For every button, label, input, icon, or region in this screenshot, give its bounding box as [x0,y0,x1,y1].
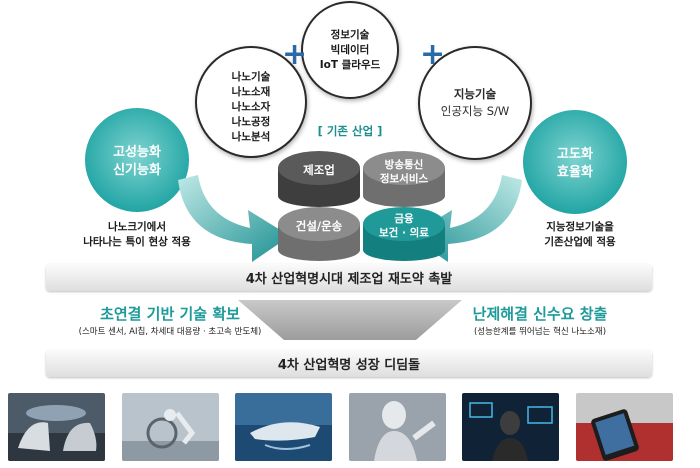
left-circle-line: 신기능화 [113,163,161,178]
ship-photo [235,393,332,461]
robot-arm-photo [122,393,219,461]
plus-icon-right: + [420,37,446,72]
right-goal-title: 난제해결 신수요 창출 [472,305,608,323]
right-circle-line: 효율화 [557,165,593,180]
manufacturing-label: 제조업 [303,163,335,177]
manufacturing-cylinder [278,151,360,207]
right-goal-sub: (성능한계를 뛰어넘는 혁신 나노소재) [473,327,607,337]
intel-item: 인공지능 S/W [440,104,510,118]
intel-item: 지능기술 [453,87,497,101]
right-caption-line: 지능정보기술을 [546,221,614,233]
existing-industry-label: [ 기존 산업 ] [317,124,383,138]
intelligence-tech-circle [418,46,532,160]
right-caption-line: 기존산업에 적용 [544,236,616,248]
info-item: IoT 클라우드 [319,59,381,71]
left-teal-circle [85,108,189,212]
nano-item: 나노분석 [231,131,271,143]
growth-banner: 4차 산업혁명 성장 디딤돌 [46,350,652,377]
info-tech-list: 정보기술 빅데이터 IoT 클라우드 [305,28,395,73]
smartphone-factory-photo [576,393,673,461]
intelligence-tech-list: 지능기술 인공지능 S/W [420,86,530,120]
humanoid-robot-photo [349,393,446,461]
reboot-banner: 4차 산업혁명시대 제조업 재도약 촉발 [46,264,652,291]
left-caption: 나노크기에서 나타나는 특이 현상 적용 [62,220,212,250]
down-funnel-arrow [238,300,462,340]
smart-car-interior-photo [8,393,105,461]
broadcast-line: 방송통신 [384,159,424,171]
broadcast-line: 정보서비스 [379,173,429,185]
nano-tech-list: 나노기술 나노소재 나노소자 나노공정 나노분석 [216,70,286,145]
finance-line: 보건 · 의료 [379,227,429,239]
left-curved-arrow [178,175,290,262]
left-goal-sub: (스마트 센서, AI칩, 차세대 대용량 · 초고속 반도체) [78,327,262,337]
construction-label: 건설/운송 [295,219,343,233]
info-item: 정보기술 [330,29,370,41]
nano-item: 나노공정 [231,116,271,128]
info-tech-circle [301,1,399,99]
finance-label: 금융 보건 · 의료 [366,212,442,240]
right-teal-circle [523,110,627,214]
right-circle-line: 고도화 [557,147,593,162]
left-circle-line: 고성능화 [113,145,161,160]
broadcast-cylinder [363,151,445,207]
nano-item: 나노소재 [231,86,271,98]
left-caption-line: 나노크기에서 [108,221,166,233]
nano-tech-circle [195,46,307,158]
nano-item: 나노기술 [231,71,271,83]
right-caption: 지능정보기술을 기존산업에 적용 [510,220,650,250]
hologram-interface-photo [462,393,559,461]
finance-cylinder [363,207,445,261]
right-circle-text: 고도화 효율화 [530,146,620,182]
plus-icon-left: + [282,37,308,72]
finance-line: 금융 [394,213,414,225]
left-goal-title: 초연결 기반 기술 확보 [100,305,240,323]
left-circle-text: 고성능화 신기능화 [92,144,182,180]
left-caption-line: 나타나는 특이 현상 적용 [83,236,191,248]
nano-item: 나노소자 [231,101,271,113]
construction-cylinder [278,207,360,261]
info-item: 빅데이터 [330,44,370,56]
broadcast-label: 방송통신 정보서비스 [366,158,442,186]
